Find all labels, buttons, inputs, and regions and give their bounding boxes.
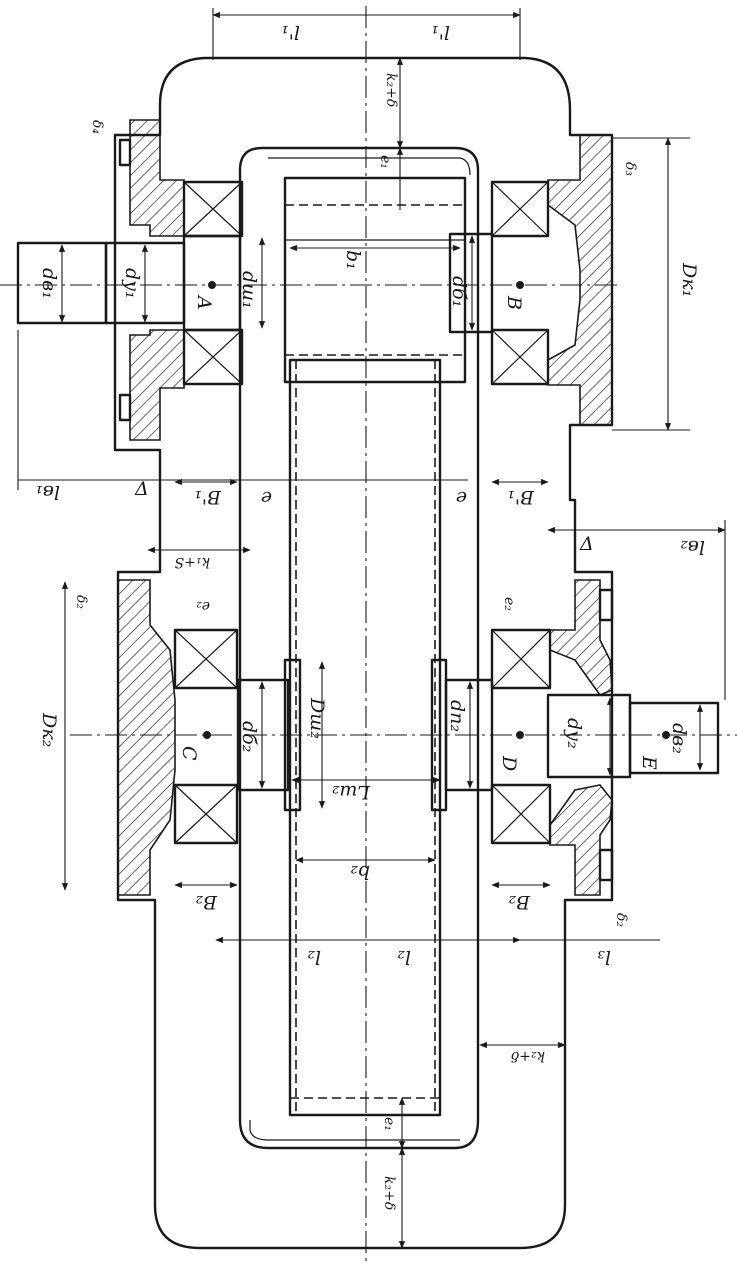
bearing-A: [182, 180, 244, 386]
label-delta2-b: δ₂: [613, 913, 629, 927]
label-delta4: δ₄: [89, 120, 105, 134]
housing-outline: [113, 56, 614, 1250]
label-point-A: A: [193, 294, 215, 310]
label-b1: b₁: [342, 250, 364, 270]
label-k1-s: k₁+S: [175, 554, 210, 570]
label-e-left: e: [261, 487, 272, 509]
label-D-k2: Dк₂: [38, 712, 60, 747]
label-l2-right: l₂: [397, 946, 411, 968]
label-B1-right: B'₁: [507, 486, 535, 508]
lower-shaft: [70, 678, 737, 792]
label-point-B: B: [503, 295, 525, 310]
label-d-n2: dп₂: [446, 700, 468, 732]
label-k2-delta-mid: k₂+δ: [511, 1048, 545, 1064]
label-e2-left: e₂: [196, 598, 210, 614]
label-d-y1: dу₁: [121, 268, 143, 299]
bearing-B: [490, 180, 550, 386]
upper-shaft: [0, 232, 620, 334]
label-l1-right: l'₁: [431, 21, 450, 43]
label-delta-left: Δ: [134, 478, 149, 500]
label-l3: l₃: [597, 946, 611, 968]
label-point-C: C: [178, 746, 200, 761]
label-d-B1: dб₁: [448, 276, 470, 307]
label-e2-right: e₂: [501, 597, 517, 611]
dimension-lines: [17, 8, 726, 1249]
label-l-b1: lв₁: [35, 481, 60, 503]
label-l2-left: l₂: [307, 946, 321, 968]
dimension-labels: l'₁ l'₁ k₂+δ e₁ δ₄ δ₃ b₁ dв₁ dу₁ A dш₁ d…: [35, 21, 705, 1210]
lower-covers: [117, 138, 614, 896]
label-L-m2: Lш₂: [332, 781, 371, 803]
label-l-b2: lв₂: [680, 536, 705, 558]
label-b2: b₂: [350, 861, 370, 883]
inner-cavity: [238, 146, 480, 1150]
label-d-m1: dш₁: [238, 271, 260, 309]
label-D-m2: Dш₂: [306, 697, 328, 739]
label-point-D: D: [498, 755, 520, 771]
bearing-C: [173, 628, 239, 845]
label-e1-top: e₁: [377, 155, 393, 169]
label-d-B2: dб₂: [238, 721, 260, 752]
label-l1-left: l'₁: [281, 21, 300, 43]
upper-covers: [129, 119, 613, 441]
label-delta3: δ₃: [622, 162, 638, 176]
label-k2-delta-bottom: k₂+δ: [381, 1176, 397, 1210]
label-D-k1: Dк₁: [678, 262, 700, 297]
label-d-b1: dв₁: [38, 268, 60, 299]
upper-gear: [283, 176, 467, 384]
label-B2-right: B₂: [508, 891, 531, 913]
label-B2-left: B₂: [195, 891, 218, 913]
label-e1-bottom: e₁: [381, 1117, 397, 1131]
label-B1-left: B'₁: [194, 486, 222, 508]
label-d-b2: dв₂: [668, 723, 690, 754]
label-e-right: e: [456, 487, 467, 509]
bearing-D: [490, 628, 670, 845]
label-delta-right: Δ: [579, 533, 594, 555]
label-point-E: E: [638, 755, 660, 770]
label-k2-delta-top: k₂+δ: [383, 73, 399, 107]
label-delta2: δ₂: [73, 595, 89, 609]
label-d-y2: dу₂: [563, 718, 585, 749]
